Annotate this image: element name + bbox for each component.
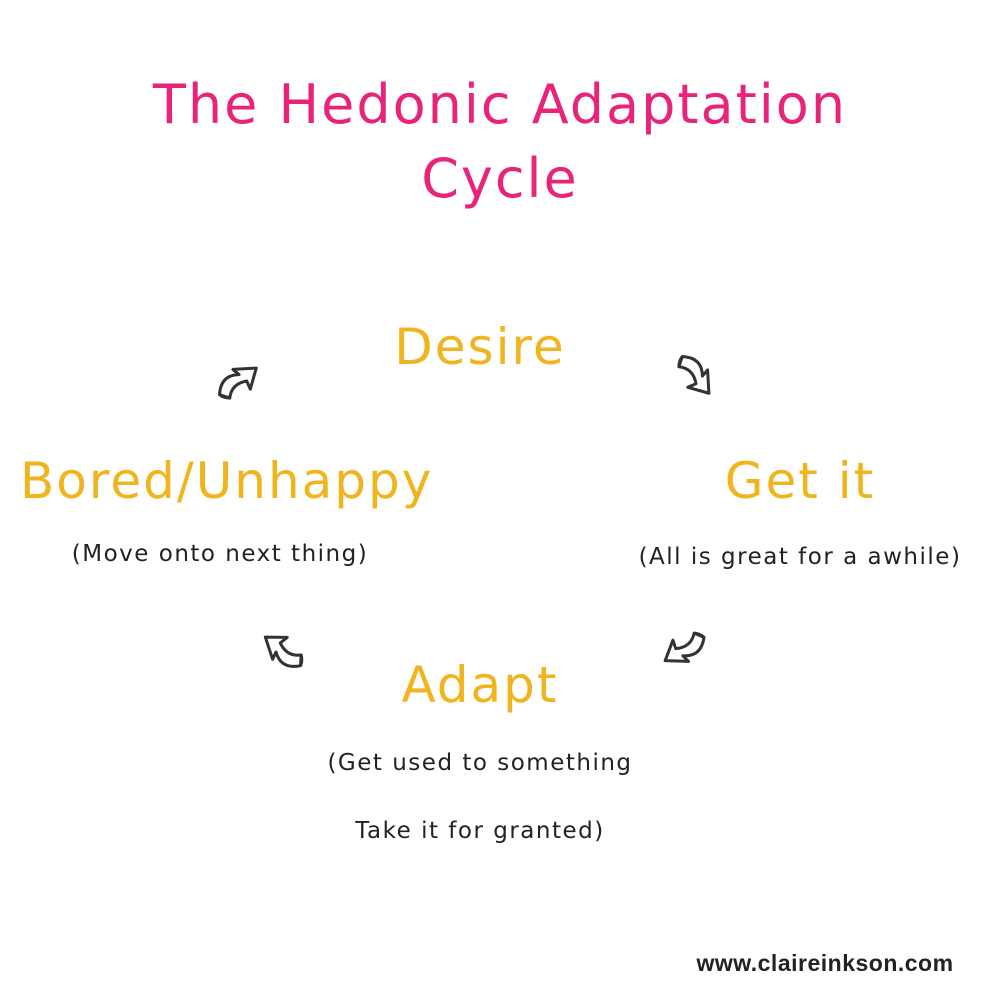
stage-get-it-label: Get it <box>724 452 876 510</box>
curved-arrow-icon <box>218 366 258 400</box>
curved-arrow-icon <box>677 355 711 395</box>
curved-arrow-icon <box>263 635 304 668</box>
stage-get-it-note: (All is great for a awhile) <box>638 544 962 570</box>
title-line-2: Cycle <box>421 147 579 210</box>
stage-bored-label: Bored/Unhappy <box>20 452 434 510</box>
curved-arrow-icon <box>663 631 706 663</box>
stage-adapt-note-line-2: Take it for granted) <box>355 818 605 844</box>
stage-bored-note: (Move onto next thing) <box>71 541 369 567</box>
stage-desire-label: Desire <box>394 318 566 376</box>
title-line-1: The Hedonic Adaptation <box>152 73 848 136</box>
stage-adapt-note-line-1: (Get used to something <box>327 750 633 776</box>
stage-adapt-label: Adapt <box>401 656 559 714</box>
website-url: www.claireinkson.com <box>696 950 954 976</box>
